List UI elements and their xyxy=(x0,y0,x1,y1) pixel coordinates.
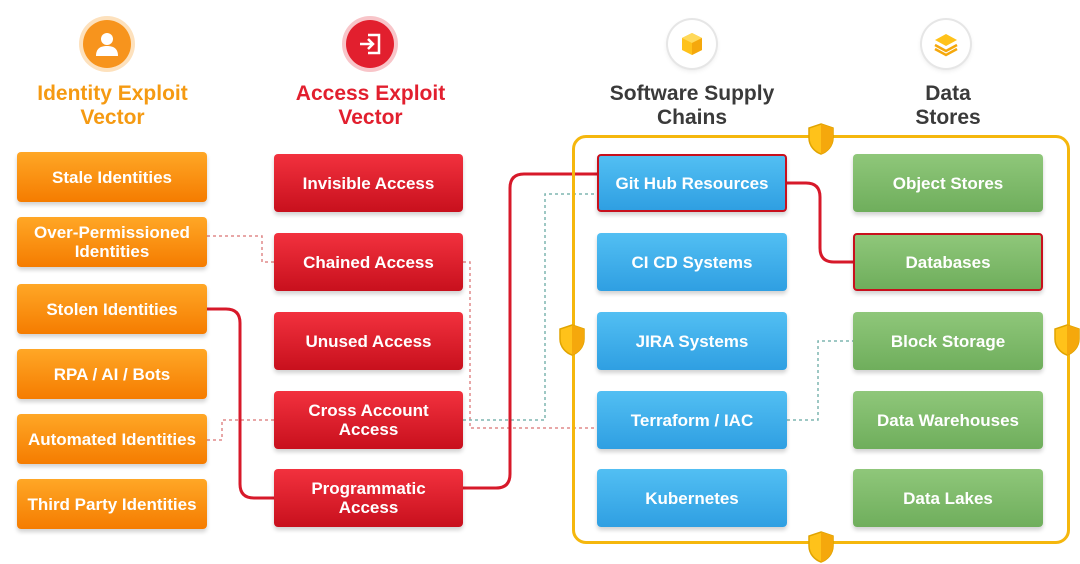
attack-path-diagram: Identity Exploit Vector Access Exploit V… xyxy=(10,20,1080,563)
supply-node-cicd[interactable]: CI CD Systems xyxy=(597,233,787,291)
title-line: Software Supply xyxy=(609,82,775,105)
identity-node-rpa[interactable]: RPA / AI / Bots xyxy=(17,349,207,399)
dotted-connector-automated-crossaccount xyxy=(207,419,274,441)
supply-node-github[interactable]: Git Hub Resources xyxy=(597,154,787,212)
identity-column-title: Identity Exploit Vector xyxy=(10,82,215,130)
supply-node-kubernetes[interactable]: Kubernetes xyxy=(597,469,787,527)
cube-icon xyxy=(668,20,716,68)
title-line: Stores xyxy=(915,106,981,129)
access-node-programmatic[interactable]: Programmatic Access xyxy=(274,469,463,527)
store-node-blockstorage[interactable]: Block Storage xyxy=(853,312,1043,370)
title-line: Vector xyxy=(80,106,145,129)
access-column-title: Access Exploit Vector xyxy=(268,82,473,130)
access-node-invisible[interactable]: Invisible Access xyxy=(274,154,463,212)
title-line: Vector xyxy=(338,106,403,129)
store-node-objectstores[interactable]: Object Stores xyxy=(853,154,1043,212)
sign-in-icon xyxy=(346,20,394,68)
title-line: Chains xyxy=(656,106,727,129)
identity-node-thirdparty[interactable]: Third Party Identities xyxy=(17,479,207,529)
store-node-datalakes[interactable]: Data Lakes xyxy=(853,469,1043,527)
layers-icon xyxy=(922,20,970,68)
title-line: Identity Exploit xyxy=(37,82,188,105)
title-line: Access Exploit xyxy=(295,82,446,105)
attack-path-stolen-programmatic xyxy=(207,307,274,500)
access-node-unused[interactable]: Unused Access xyxy=(274,312,463,370)
store-node-warehouses[interactable]: Data Warehouses xyxy=(853,391,1043,449)
identity-node-overperm[interactable]: Over-Permissioned Identities xyxy=(17,217,207,267)
identity-node-automated[interactable]: Automated Identities xyxy=(17,414,207,464)
shield-icon xyxy=(808,123,834,155)
person-icon xyxy=(83,20,131,68)
identity-node-stolen[interactable]: Stolen Identities xyxy=(17,284,207,334)
identity-node-stale[interactable]: Stale Identities xyxy=(17,152,207,202)
access-node-chained[interactable]: Chained Access xyxy=(274,233,463,291)
title-line: Data xyxy=(925,82,971,105)
shield-icon xyxy=(1054,324,1080,356)
store-node-databases[interactable]: Databases xyxy=(853,233,1043,291)
access-node-crossaccount[interactable]: Cross Account Access xyxy=(274,391,463,449)
stores-column-title: Data Stores xyxy=(850,82,1046,130)
supply-column-title: Software Supply Chains xyxy=(586,82,798,130)
supply-node-terraform[interactable]: Terraform / IAC xyxy=(597,391,787,449)
shield-icon xyxy=(808,531,834,563)
supply-node-jira[interactable]: JIRA Systems xyxy=(597,312,787,370)
dotted-connector-overperm-chained xyxy=(207,235,274,263)
shield-icon xyxy=(559,324,585,356)
